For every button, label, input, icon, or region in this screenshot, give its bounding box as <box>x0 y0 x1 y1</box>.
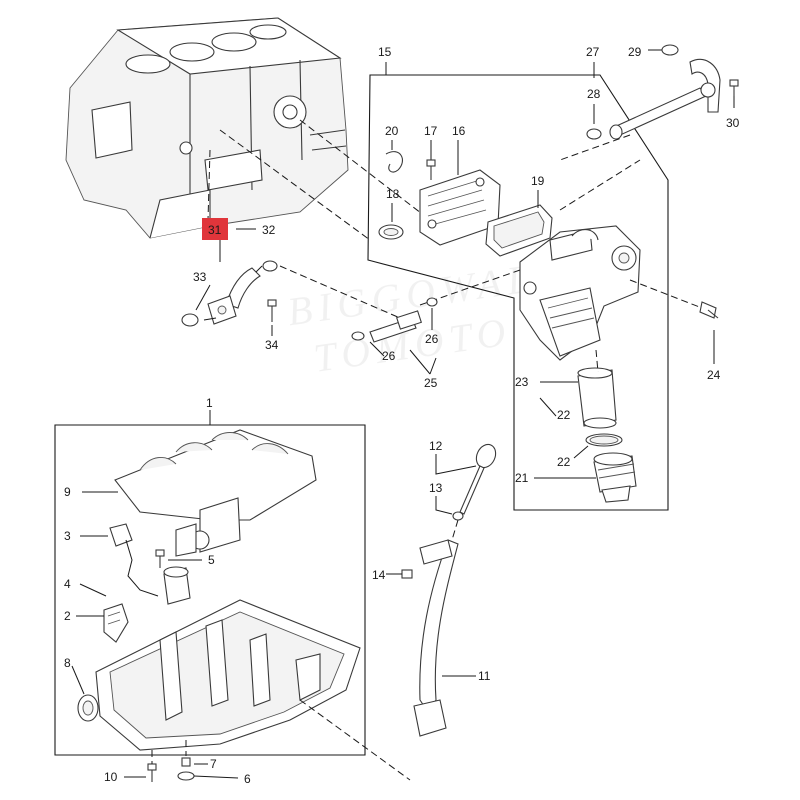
o-ring-22 <box>585 433 623 447</box>
seal-28 <box>586 128 602 140</box>
callout-23: 23 <box>515 375 529 389</box>
callout-11: 11 <box>478 669 491 683</box>
leader-dash-block-15 <box>219 129 371 241</box>
callout-27: 27 <box>586 45 600 59</box>
callout-16: 16 <box>452 124 466 138</box>
frame-15 <box>367 74 669 511</box>
leader-dash-15-b <box>595 349 599 373</box>
callout-17: 17 <box>424 124 438 138</box>
leader-dash-block-31 <box>207 149 211 221</box>
callout-22b: 22 <box>557 455 571 469</box>
oil-cooler-16 <box>419 169 501 246</box>
callout-15: 15 <box>378 45 392 59</box>
leader-32 <box>255 265 263 273</box>
engine-block <box>65 17 349 239</box>
plug-2 <box>103 603 129 643</box>
callout-30: 30 <box>726 116 740 130</box>
callout-6: 6 <box>244 772 251 786</box>
leader-22a <box>539 397 557 417</box>
o-ring-33 <box>181 313 199 327</box>
bolt-14 <box>401 569 413 579</box>
o-ring-26a <box>351 331 365 341</box>
leader-dash-13 <box>451 519 459 541</box>
callout-8: 8 <box>64 656 71 670</box>
callout-13: 13 <box>429 481 443 495</box>
leader-6 <box>193 775 239 779</box>
callout-25: 25 <box>424 376 438 390</box>
filter-cap-21 <box>593 452 637 503</box>
callout-10: 10 <box>104 770 118 784</box>
leader-22b <box>573 445 589 459</box>
leader-12 <box>435 454 477 475</box>
callout-9: 9 <box>64 485 71 499</box>
seal-29 <box>661 44 679 56</box>
oil-pan <box>95 599 361 751</box>
callout-31-highlight <box>202 218 228 240</box>
callout-2: 2 <box>64 609 71 623</box>
frame-1 <box>54 424 366 756</box>
leader-dash-24 <box>629 279 703 309</box>
callout-20: 20 <box>385 124 399 138</box>
dipstick-tube-11 <box>413 539 459 737</box>
leader-dash-pan-11 <box>299 699 411 781</box>
callout-3: 3 <box>64 529 71 543</box>
leader-33b <box>195 284 211 311</box>
callout-24: 24 <box>707 368 721 382</box>
leader-dash-15-a <box>559 159 641 211</box>
bolt-5 <box>155 549 165 568</box>
leader-33c <box>203 317 217 321</box>
bolt-24 <box>699 301 719 319</box>
callout-33: 33 <box>193 270 207 284</box>
bolt-17 <box>426 159 436 180</box>
o-ring-32 <box>262 260 278 272</box>
seal-18 <box>378 224 404 240</box>
gasket-19 <box>485 204 553 257</box>
callout-18: 18 <box>386 187 400 201</box>
callout-34: 34 <box>265 338 279 352</box>
oil-filter-housing <box>519 225 641 361</box>
clip-20 <box>385 151 403 173</box>
bolt-34 <box>267 299 277 322</box>
o-ring-26b <box>426 297 438 307</box>
callout-29: 29 <box>628 45 642 59</box>
callout-28: 28 <box>587 87 601 101</box>
callout-21: 21 <box>515 471 529 485</box>
plug-7 <box>181 757 191 767</box>
bolt-30 <box>729 79 739 96</box>
leader-13 <box>435 496 453 515</box>
drain-plug-8 <box>77 694 99 722</box>
callout-14: 14 <box>372 568 386 582</box>
sensor-3 <box>109 523 159 597</box>
leader-8 <box>71 665 85 695</box>
coolant-pipe-27 <box>609 58 721 140</box>
bolt-10 <box>147 763 157 782</box>
leader-dash-block-16 <box>299 119 431 221</box>
callout-19: 19 <box>531 174 545 188</box>
seal-13 <box>452 511 464 521</box>
leader-dash-25-15 <box>419 269 521 306</box>
callout-31: 31 <box>208 223 222 237</box>
tube-25 <box>369 310 423 343</box>
leader-dash-27 <box>559 134 631 161</box>
windage-tray-9 <box>114 429 317 557</box>
callout-26a: 26 <box>382 349 396 363</box>
callout-1: 1 <box>206 396 213 410</box>
callout-4: 4 <box>64 577 71 591</box>
callout-32: 32 <box>262 223 276 237</box>
leader-4 <box>79 583 107 597</box>
callout-12: 12 <box>429 439 443 453</box>
tube-31 <box>207 267 261 325</box>
callout-5: 5 <box>208 553 215 567</box>
callout-22a: 22 <box>557 408 571 422</box>
filter-element-23 <box>577 367 617 429</box>
leader-25 <box>409 349 437 375</box>
callout-7: 7 <box>210 757 217 771</box>
leader-26a <box>369 341 385 357</box>
dipstick-handle-12 <box>459 443 497 515</box>
washer-6 <box>177 771 195 781</box>
oil-pickup <box>163 566 191 605</box>
callout-26b: 26 <box>425 332 439 346</box>
